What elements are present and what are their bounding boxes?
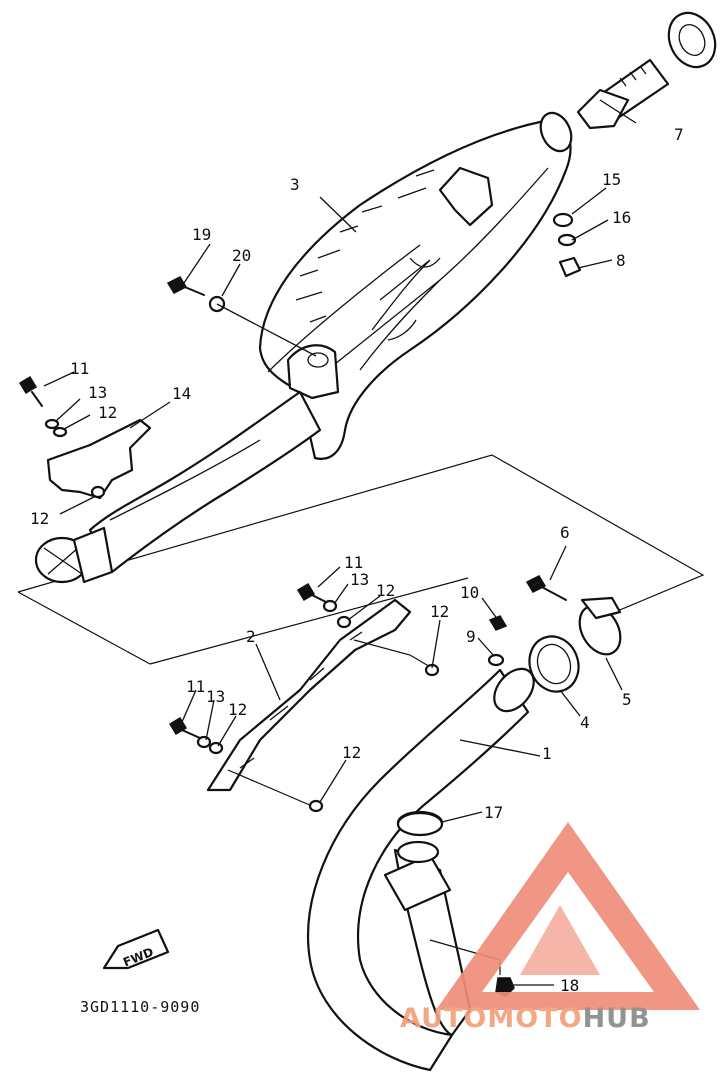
hardware bbox=[18, 212, 582, 499]
protector-2 bbox=[206, 598, 433, 807]
callout-12-b: 12 bbox=[30, 509, 49, 528]
callout-11-mid: 11 bbox=[344, 553, 363, 572]
diagram-code: 3GD1110-9090 bbox=[80, 998, 200, 1016]
callout-13-a: 13 bbox=[88, 383, 107, 402]
callout-4: 4 bbox=[580, 713, 590, 732]
svg-text:AUTOMOTOHUB: AUTOMOTOHUB bbox=[400, 1003, 651, 1034]
callout-11-top: 11 bbox=[70, 359, 89, 378]
callout-8: 8 bbox=[616, 251, 626, 270]
callout-12-c: 12 bbox=[376, 581, 395, 600]
tailpipe bbox=[34, 390, 322, 584]
callout-12-f: 12 bbox=[342, 743, 361, 762]
callout-5: 5 bbox=[622, 690, 632, 709]
heat-protector bbox=[46, 418, 152, 500]
callout-3: 3 bbox=[290, 175, 300, 194]
callout-6: 6 bbox=[560, 523, 570, 542]
silencer bbox=[258, 111, 573, 460]
end-cap-assembly bbox=[576, 11, 717, 130]
callout-14: 14 bbox=[172, 384, 191, 403]
callout-15: 15 bbox=[602, 170, 621, 189]
callout-13-b: 13 bbox=[350, 570, 369, 589]
gasket-ring-17 bbox=[396, 811, 444, 837]
automotohub-watermark: AUTOMOTOHUB bbox=[400, 822, 700, 1034]
fasteners-misc bbox=[168, 582, 440, 813]
callout-20: 20 bbox=[232, 246, 251, 265]
callout-12-a: 12 bbox=[98, 403, 117, 422]
callout-1: 1 bbox=[542, 744, 552, 763]
callout-18: 18 bbox=[560, 976, 579, 995]
callout-19: 19 bbox=[192, 225, 211, 244]
callout-12-d: 12 bbox=[430, 602, 449, 621]
watermark-logo-triangle bbox=[436, 822, 700, 1010]
leader-lines bbox=[43, 99, 637, 986]
callout-12-e: 12 bbox=[228, 700, 247, 719]
callout-16: 16 bbox=[612, 208, 631, 227]
callout-13-c: 13 bbox=[206, 687, 225, 706]
callout-10: 10 bbox=[460, 583, 479, 602]
callout-17: 17 bbox=[484, 803, 503, 822]
watermark-brand-part2: HUB bbox=[583, 1003, 651, 1034]
fwd-arrow: FWD bbox=[102, 928, 170, 970]
assembly-boundary bbox=[17, 454, 705, 665]
callout-2: 2 bbox=[246, 627, 256, 646]
callout-11-low: 11 bbox=[186, 677, 205, 696]
watermark-brand-part1: AUTOMOTO bbox=[400, 1003, 583, 1034]
callout-9: 9 bbox=[466, 627, 476, 646]
gasket-and-clamp bbox=[487, 575, 622, 693]
callout-labels: 1 2 3 4 5 6 7 8 9 10 11 11 11 12 12 12 1… bbox=[30, 125, 684, 995]
callout-7: 7 bbox=[674, 125, 684, 144]
